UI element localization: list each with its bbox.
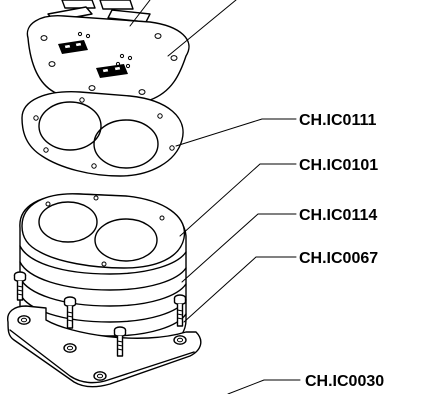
bolt-icon [113, 326, 127, 357]
bolt-icon [173, 294, 187, 327]
bolts [13, 271, 187, 357]
part-label-cylinder-ring: CH.IC0114 [299, 207, 377, 224]
part-label-bolt: CH.IC0067 [299, 250, 378, 267]
bolt-icon [63, 296, 77, 329]
part-label-base-gasket: CH.IC0030 [305, 373, 384, 390]
bolt-icon [13, 271, 27, 301]
part-label-gasket-upper: CH.IC0111 [299, 112, 376, 129]
part-label-cylinder-block: CH.IC0101 [299, 157, 378, 174]
base-flange [7, 305, 202, 388]
leader-lines [129, 0, 301, 395]
upper-gasket [21, 91, 184, 177]
valve-plate [26, 0, 190, 110]
